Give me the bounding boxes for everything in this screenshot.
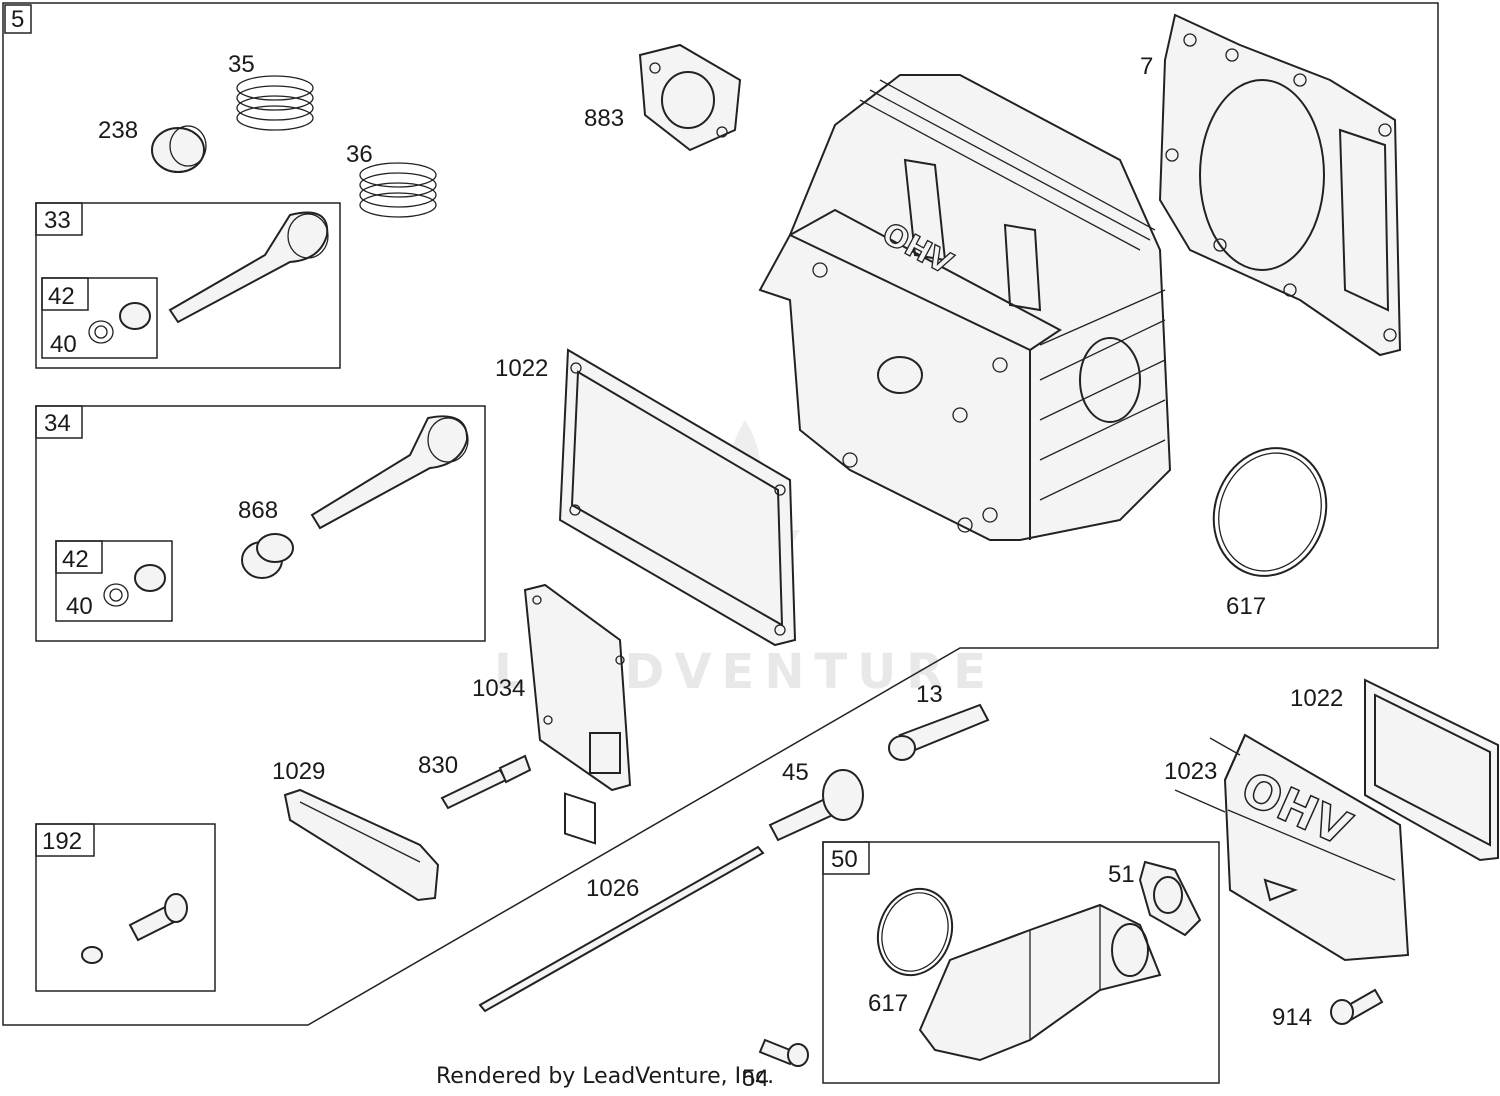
rocker-stud-830 bbox=[440, 754, 532, 810]
push-rod-1026 bbox=[478, 845, 765, 1013]
kit-box-34 bbox=[35, 405, 486, 642]
callout-830: 830 bbox=[418, 752, 458, 779]
callout-1034: 1034 bbox=[472, 675, 525, 702]
intake-valve-34 bbox=[310, 415, 469, 530]
callout-238: 238 bbox=[98, 117, 138, 144]
callout-33: 33 bbox=[44, 207, 71, 234]
callout-868: 868 bbox=[238, 497, 278, 524]
breather-plate-1034 bbox=[523, 583, 632, 845]
render-credit: Rendered by LeadVenture, Inc. bbox=[436, 1064, 774, 1089]
callout-42-b: 42 bbox=[62, 546, 89, 573]
main-frame bbox=[2, 2, 1439, 1026]
callout-617-b: 617 bbox=[868, 990, 908, 1017]
intake-manifold bbox=[918, 903, 1162, 1062]
valve-seal-868 bbox=[241, 533, 294, 579]
valve-keepers-a bbox=[88, 302, 151, 344]
cylinder-head: OHV bbox=[758, 74, 1172, 541]
callout-192: 192 bbox=[42, 828, 82, 855]
kit-box-50 bbox=[822, 841, 1220, 1084]
screw-54 bbox=[758, 1038, 809, 1067]
rocker-cover-gasket-1022-a bbox=[558, 348, 797, 647]
callout-1023: 1023 bbox=[1164, 758, 1217, 785]
callout-617-a: 617 bbox=[1226, 593, 1266, 620]
callout-7: 7 bbox=[1140, 53, 1153, 80]
valve-spring-35 bbox=[236, 75, 314, 131]
screw-914 bbox=[1330, 988, 1384, 1025]
screw-13 bbox=[888, 703, 990, 761]
callout-40-b: 40 bbox=[66, 593, 93, 620]
callout-1022-b: 1022 bbox=[1290, 685, 1343, 712]
valve-cap-238 bbox=[151, 125, 207, 173]
callout-35: 35 bbox=[228, 51, 255, 78]
callout-42-a: 42 bbox=[48, 283, 75, 310]
callout-1029: 1029 bbox=[272, 758, 325, 785]
kit-box-42-40-a bbox=[41, 277, 158, 359]
callout-1026: 1026 bbox=[586, 875, 639, 902]
kit-box-192 bbox=[35, 823, 216, 992]
push-rod-guide-45 bbox=[768, 769, 864, 842]
leader-1023-b bbox=[1174, 789, 1226, 813]
callout-51: 51 bbox=[1108, 861, 1135, 888]
exhaust-gasket-883 bbox=[638, 43, 742, 152]
valve-keepers-b bbox=[103, 564, 166, 607]
o-ring-617-b bbox=[876, 887, 954, 977]
adjuster-192 bbox=[81, 893, 188, 964]
kit-box-42-40-b bbox=[55, 540, 173, 622]
callout-883: 883 bbox=[584, 105, 624, 132]
exhaust-valve-33 bbox=[168, 211, 329, 324]
callout-914: 914 bbox=[1272, 1004, 1312, 1031]
rocker-cover-gasket-1022-b bbox=[1364, 678, 1499, 862]
kit-box-33 bbox=[35, 202, 341, 369]
callout-5: 5 bbox=[11, 6, 24, 33]
valve-spring-36 bbox=[359, 162, 437, 218]
head-gasket-7 bbox=[1158, 13, 1402, 357]
callout-45: 45 bbox=[782, 759, 809, 786]
callout-13: 13 bbox=[916, 681, 943, 708]
callout-1022-a: 1022 bbox=[495, 355, 548, 382]
callout-50: 50 bbox=[831, 846, 858, 873]
leader-1023-a bbox=[1209, 737, 1241, 756]
rocker-arm-1029 bbox=[283, 788, 440, 902]
o-ring-617-a bbox=[1212, 447, 1328, 577]
callout-36: 36 bbox=[346, 141, 373, 168]
callout-40-a: 40 bbox=[50, 331, 77, 358]
callout-box-5 bbox=[4, 4, 32, 34]
callout-34: 34 bbox=[44, 410, 71, 437]
callout-54: 54 bbox=[742, 1065, 769, 1092]
intake-gasket-51 bbox=[1138, 860, 1202, 937]
